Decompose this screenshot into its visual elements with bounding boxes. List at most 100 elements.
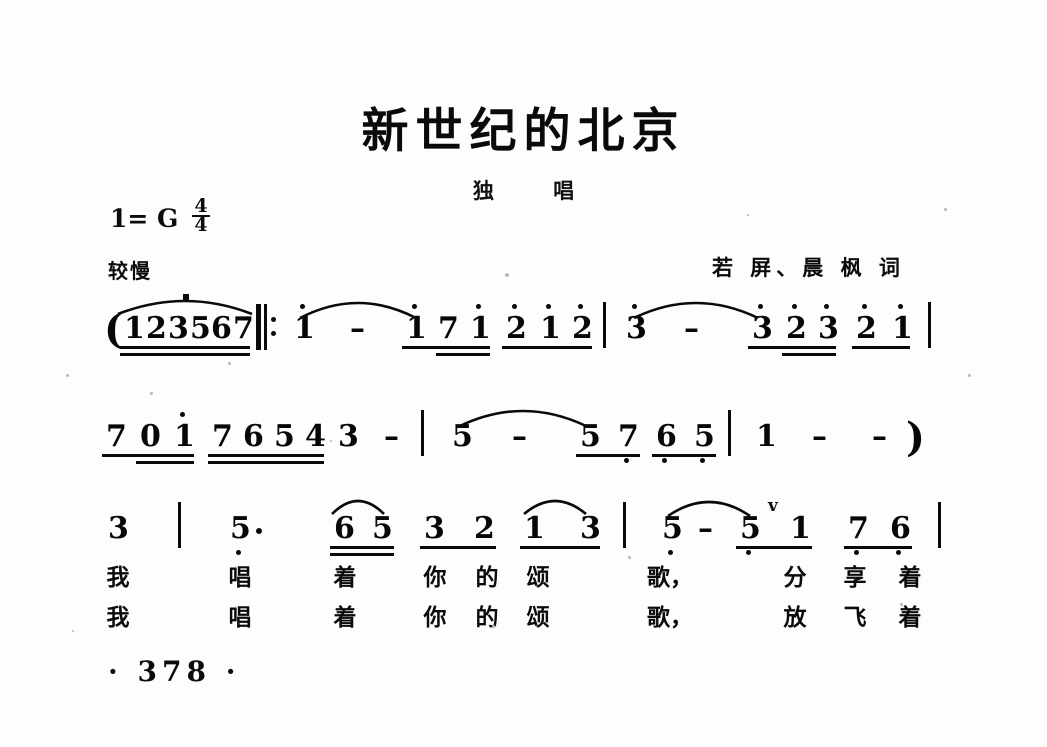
scan-speck xyxy=(492,625,495,628)
note-5: 5 xyxy=(740,511,761,546)
octave-dot-low xyxy=(662,458,667,463)
lyric-syllable: 歌， xyxy=(647,604,693,631)
scan-speck xyxy=(72,630,74,632)
note-2: 2 xyxy=(572,311,593,346)
note-5: 5 xyxy=(452,419,473,454)
note-4: 4 xyxy=(305,419,326,454)
slur-arc xyxy=(331,499,385,515)
lyric-syllable: 你 xyxy=(423,564,447,591)
octave-dot-low xyxy=(624,458,629,463)
note-5: 5 xyxy=(694,419,715,454)
note-7: 7 xyxy=(438,311,459,346)
lyric-syllable: 我 xyxy=(106,564,130,591)
barline xyxy=(603,302,606,348)
note-1: 1 xyxy=(790,511,811,546)
octave-dot-high xyxy=(180,412,185,417)
octave-dot-high xyxy=(632,304,637,309)
lyric-syllable: 的 xyxy=(475,564,499,591)
slur-arc xyxy=(459,409,587,428)
lyric-syllable: 唱 xyxy=(228,604,252,631)
lyric-syllable: 分 xyxy=(783,564,807,591)
octave-dot-high xyxy=(300,304,305,309)
beam-line xyxy=(102,454,194,457)
slur-arc xyxy=(117,299,253,316)
page-title: 新世纪的北京 xyxy=(361,104,686,159)
note-7: 7 xyxy=(106,419,127,454)
lyric-syllable: 着 xyxy=(333,564,357,591)
accent-dot xyxy=(183,294,189,300)
lyric-syllable: 着 xyxy=(898,604,922,631)
barline xyxy=(178,502,181,548)
note-2: 2 xyxy=(474,511,495,546)
note-5: 5 xyxy=(580,419,601,454)
octave-dot-high xyxy=(792,304,797,309)
note-1: 1 xyxy=(174,419,195,454)
octave-dot-high xyxy=(412,304,417,309)
intro-close-paren: ) xyxy=(906,414,925,461)
intro-open-paren: ( xyxy=(104,306,123,353)
scan-speck xyxy=(944,208,947,211)
note-3: 3 xyxy=(580,511,601,546)
note-6: 6 xyxy=(243,419,264,454)
page-number: · 378 · xyxy=(108,655,241,688)
note-3: 3 xyxy=(168,311,189,346)
beam-line xyxy=(208,454,324,457)
lyricist-credit: 若 屏、晨 枫 词 xyxy=(712,255,905,280)
meter-numerator: 4 xyxy=(192,195,210,218)
barline xyxy=(623,502,626,548)
breath-mark-icon: v xyxy=(768,496,778,516)
note-2: 2 xyxy=(786,311,807,346)
lyric-syllable: 颂 xyxy=(526,604,550,631)
beam-line xyxy=(844,546,912,549)
lyric-syllable: 我 xyxy=(106,604,130,631)
octave-dot-high xyxy=(758,304,763,309)
beam-line xyxy=(748,346,836,349)
note-1: 1 xyxy=(892,311,913,346)
key-label: 1= G xyxy=(110,203,179,233)
note-5: 5 xyxy=(662,511,683,546)
scan-speck xyxy=(150,392,153,395)
lyric-syllable: 着 xyxy=(898,564,922,591)
beam-line xyxy=(120,346,250,349)
scan-speck xyxy=(900,603,903,606)
duration-dash: – xyxy=(384,419,399,454)
duration-dash: – xyxy=(512,419,527,454)
beam-line xyxy=(402,346,490,349)
note-7: 7 xyxy=(848,511,869,546)
octave-dot-low xyxy=(746,550,751,555)
note-6: 6 xyxy=(890,511,911,546)
note-3: 3 xyxy=(338,419,359,454)
duration-dash: – xyxy=(872,419,887,454)
note-6: 6 xyxy=(656,419,677,454)
duration-dash: – xyxy=(812,419,827,454)
lyric-line-1: 我唱着你的颂歌，分享着 xyxy=(0,558,1047,592)
beam-line xyxy=(520,546,600,549)
lyric-syllable: 歌， xyxy=(647,564,693,591)
lyric-syllable: 飞 xyxy=(843,604,867,631)
scan-speck xyxy=(66,374,69,377)
note-1: 1 xyxy=(470,311,491,346)
barline xyxy=(928,302,931,348)
note-3: 3 xyxy=(818,311,839,346)
lyric-syllable: 放 xyxy=(783,604,807,631)
slur-arc xyxy=(667,500,751,518)
barline xyxy=(728,410,731,456)
scan-speck xyxy=(747,214,749,216)
slur-arc xyxy=(299,301,417,320)
time-signature: 4 4 xyxy=(192,195,210,235)
slur-arc xyxy=(523,499,587,515)
beam-line xyxy=(436,353,490,356)
beam-line xyxy=(652,454,716,457)
note-5: 5 xyxy=(274,419,295,454)
scan-speck xyxy=(228,362,231,365)
note-1: 1 xyxy=(524,511,545,546)
duration-dash: – xyxy=(698,511,713,546)
note-6: 6 xyxy=(334,511,355,546)
beam-line xyxy=(502,346,592,349)
note-1: 1 xyxy=(756,419,777,454)
beam-line xyxy=(576,454,640,457)
note-1: 1 xyxy=(540,311,561,346)
